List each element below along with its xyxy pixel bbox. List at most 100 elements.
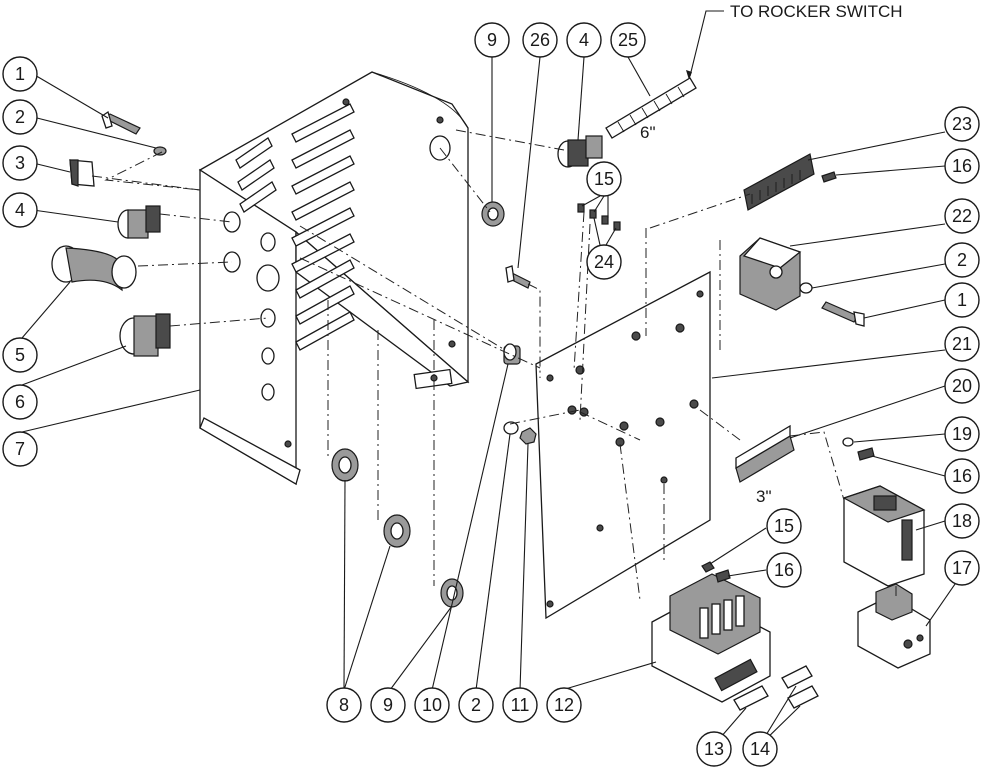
svg-text:25: 25 — [618, 30, 638, 50]
washer-part-2-right — [799, 282, 813, 294]
elbow-part-5 — [51, 245, 137, 292]
fuse-part-13 — [733, 685, 769, 711]
svg-text:3: 3 — [15, 153, 25, 173]
callout-25: 25 — [610, 22, 646, 58]
transformer-part-12 — [651, 573, 771, 703]
screw-part-16-mid — [857, 447, 875, 461]
svg-text:8: 8 — [339, 695, 349, 715]
clip-part-3 — [69, 159, 95, 187]
svg-text:11: 11 — [511, 695, 530, 715]
nut-part-11 — [519, 427, 537, 445]
to-rocker-switch-label: TO ROCKER SWITCH — [730, 2, 903, 21]
svg-text:16: 16 — [952, 156, 972, 176]
callout-16-mid: 16 — [944, 458, 980, 494]
callout-26: 26 — [522, 22, 558, 58]
callout-4-left: 4 — [2, 192, 38, 228]
standoff-part-10 — [503, 343, 521, 365]
callout-16-top: 16 — [944, 148, 980, 184]
callout-4-top: 4 — [566, 22, 602, 58]
svg-text:15: 15 — [594, 169, 614, 189]
svg-text:4: 4 — [579, 30, 589, 50]
svg-text:6: 6 — [15, 392, 25, 412]
svg-text:14: 14 — [750, 739, 770, 759]
svg-text:2: 2 — [957, 250, 967, 270]
callout-15-top: 15 — [586, 161, 622, 197]
callout-3: 3 — [2, 145, 38, 181]
svg-text:7: 7 — [15, 439, 25, 459]
rocker-switch-arrowhead — [686, 70, 692, 80]
terminal-block-part-22 — [739, 237, 802, 311]
svg-text:1: 1 — [957, 290, 967, 310]
screw-part-1-right — [821, 301, 865, 327]
callout-17: 17 — [944, 550, 980, 586]
svg-text:1: 1 — [15, 64, 25, 84]
callout-2-left: 2 — [2, 99, 38, 135]
screw-part-1-left — [101, 110, 141, 135]
din-rail-part-20 — [735, 424, 795, 483]
assembly-center-lines — [91, 129, 897, 601]
svg-text:12: 12 — [554, 695, 574, 715]
svg-text:16: 16 — [952, 466, 972, 486]
callout-24: 24 — [586, 244, 622, 280]
fitting-part-4-left — [117, 205, 161, 239]
svg-text:2: 2 — [471, 695, 481, 715]
callout-15-bottom: 15 — [766, 508, 802, 544]
svg-text:26: 26 — [530, 30, 550, 50]
bolt-part-26 — [505, 265, 531, 289]
callout-12: 12 — [546, 687, 582, 723]
callout-8: 8 — [326, 687, 362, 723]
svg-text:18: 18 — [952, 511, 972, 531]
wire-sleeve-part-25 — [605, 77, 697, 139]
callout-11: 11 — [502, 687, 538, 723]
svg-text:19: 19 — [952, 424, 972, 444]
connector-part-6 — [119, 313, 171, 357]
svg-text:21: 21 — [952, 334, 972, 354]
callout-16-bottom: 16 — [766, 552, 802, 588]
callout-14: 14 — [742, 731, 778, 767]
svg-text:23: 23 — [952, 114, 972, 134]
washer-part-2-bottom — [503, 421, 519, 435]
terminal-strip-part-23 — [743, 153, 815, 211]
callout-20: 20 — [944, 368, 980, 404]
length-3in-label: 3" — [756, 487, 772, 506]
screw-part-15-bottom — [701, 561, 715, 573]
overload-relay-part-17 — [857, 583, 931, 669]
length-6in-label: 6" — [640, 123, 656, 142]
svg-text:2: 2 — [15, 107, 25, 127]
svg-text:20: 20 — [952, 376, 972, 396]
svg-text:9: 9 — [383, 695, 393, 715]
screw-group-part-15-24 — [577, 203, 621, 231]
svg-text:16: 16 — [774, 560, 794, 580]
screw-part-16-top — [821, 171, 837, 183]
svg-text:4: 4 — [15, 200, 25, 220]
callout-13: 13 — [696, 731, 732, 767]
washer-part-2-left — [153, 146, 167, 156]
fuses-part-14 — [781, 665, 819, 709]
svg-text:17: 17 — [952, 558, 972, 578]
svg-text:15: 15 — [774, 516, 794, 536]
callout-10: 10 — [414, 687, 450, 723]
callout-2-bottom: 2 — [458, 687, 494, 723]
fitting-part-4-top — [557, 135, 603, 168]
svg-text:10: 10 — [422, 695, 442, 715]
svg-text:5: 5 — [15, 345, 25, 365]
svg-text:9: 9 — [487, 30, 497, 50]
callout-1-left: 1 — [2, 56, 38, 92]
callout-6: 6 — [2, 384, 38, 420]
enclosure-bracket — [198, 71, 470, 486]
callout-2-right: 2 — [944, 242, 980, 278]
callout-9-bottom: 9 — [370, 687, 406, 723]
washer-part-19 — [842, 437, 854, 447]
callout-21: 21 — [944, 326, 980, 362]
screw-part-16-bottom — [715, 569, 731, 583]
svg-text:22: 22 — [952, 206, 972, 226]
callout-leaders — [21, 56, 956, 746]
svg-text:24: 24 — [594, 252, 614, 272]
callout-1-right: 1 — [944, 282, 980, 318]
callout-5: 5 — [2, 337, 38, 373]
callout-23: 23 — [944, 106, 980, 142]
callout-22: 22 — [944, 198, 980, 234]
callout-19: 19 — [944, 416, 980, 452]
callout-18: 18 — [944, 503, 980, 539]
